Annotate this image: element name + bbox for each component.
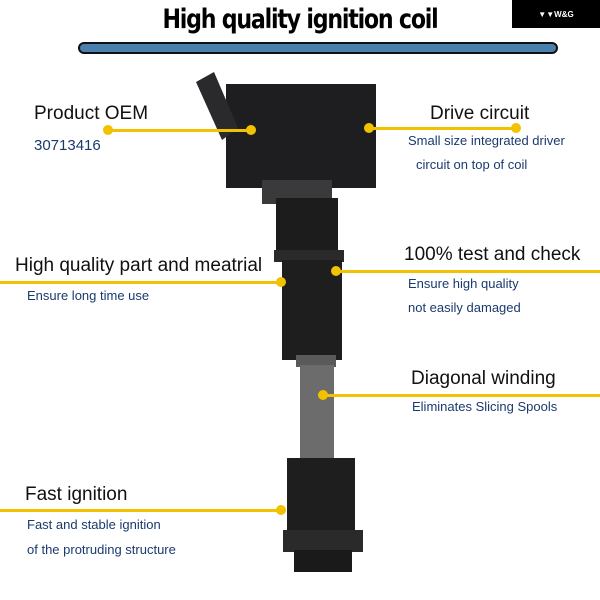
material-desc: Ensure long time use bbox=[27, 288, 150, 303]
oem-title: Product OEM bbox=[34, 103, 149, 124]
material-title: High quality part and meatrial bbox=[15, 255, 263, 276]
oem-number: 30713416 bbox=[34, 137, 101, 154]
winding-desc: Eliminates Slicing Spools bbox=[412, 399, 558, 414]
drive-desc-1: Small size integrated driver bbox=[408, 133, 565, 148]
test-title: 100% test and check bbox=[404, 244, 581, 265]
winding-title: Diagonal winding bbox=[411, 368, 556, 389]
brand-name: W&G bbox=[554, 9, 574, 19]
test-desc-2: not easily damaged bbox=[408, 300, 521, 315]
fast-desc-1: Fast and stable ignition bbox=[27, 517, 161, 532]
test-desc-1: Ensure high quality bbox=[408, 276, 519, 291]
page-title: High quality ignition coil bbox=[162, 4, 438, 35]
drive-desc-2: circuit on top of coil bbox=[416, 157, 528, 172]
brand-logo: ▼▼ W&G bbox=[512, 0, 600, 28]
title-underline bbox=[78, 42, 558, 54]
drive-title: Drive circuit bbox=[430, 103, 530, 124]
fast-desc-2: of the protruding structure bbox=[27, 542, 176, 557]
fast-title: Fast ignition bbox=[25, 484, 128, 505]
